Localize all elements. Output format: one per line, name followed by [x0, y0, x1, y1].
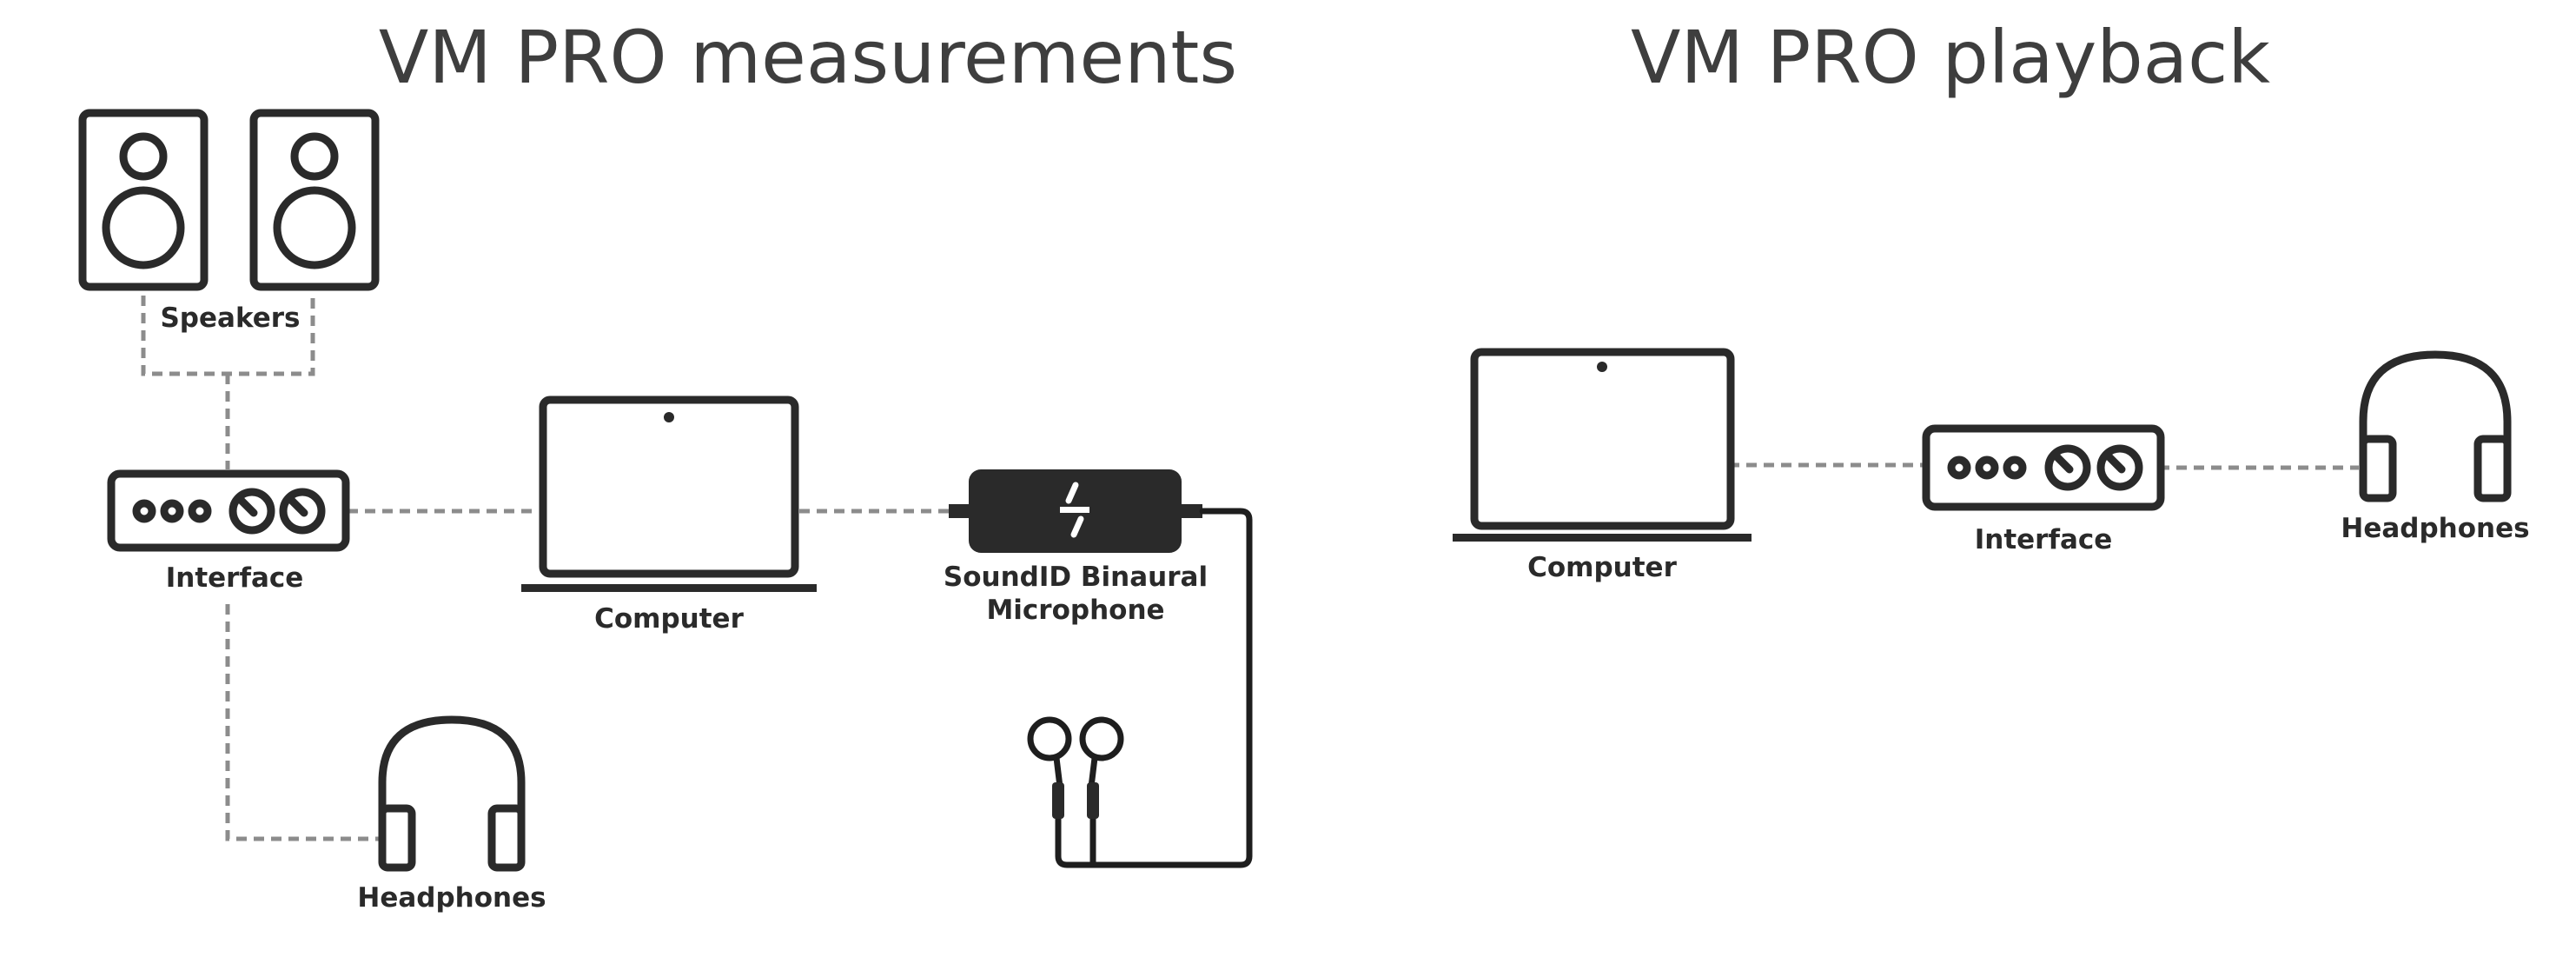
- computer-label: Computer: [594, 603, 744, 635]
- headphones-label: Headphones: [357, 882, 546, 914]
- measurements-cables: [141, 296, 951, 841]
- playback-cables: [1729, 462, 2359, 470]
- binaural-microphone-icon: [949, 469, 1202, 553]
- interface-label: Interface: [166, 562, 304, 594]
- laptop-icon: [521, 396, 817, 592]
- mic-cable: [1055, 508, 1253, 868]
- mic-label-line2: Microphone: [986, 595, 1164, 626]
- mic-label-line1: SoundID Binaural: [944, 562, 1208, 593]
- playback-laptop-icon: [1453, 348, 1752, 542]
- speaker-left-icon: [78, 109, 209, 291]
- speaker-right-icon: [249, 109, 380, 291]
- playback-computer-label: Computer: [1527, 552, 1677, 583]
- playback-interface-icon: [1922, 424, 2165, 511]
- playback-interface-label: Interface: [1975, 524, 2113, 555]
- headphones-icon: [378, 715, 526, 872]
- interface-icon: [107, 469, 350, 552]
- earbuds-icon: [1027, 716, 1124, 819]
- measurements-title: VM PRO measurements: [379, 15, 1237, 100]
- speakers-label: Speakers: [160, 302, 300, 334]
- playback-title: VM PRO playback: [1631, 15, 2270, 100]
- playback-headphones-icon: [2359, 350, 2512, 502]
- playback-headphones-label: Headphones: [2341, 513, 2529, 544]
- soundid-logo-icon: [1060, 482, 1089, 538]
- interface-headphones-cable: [225, 604, 382, 841]
